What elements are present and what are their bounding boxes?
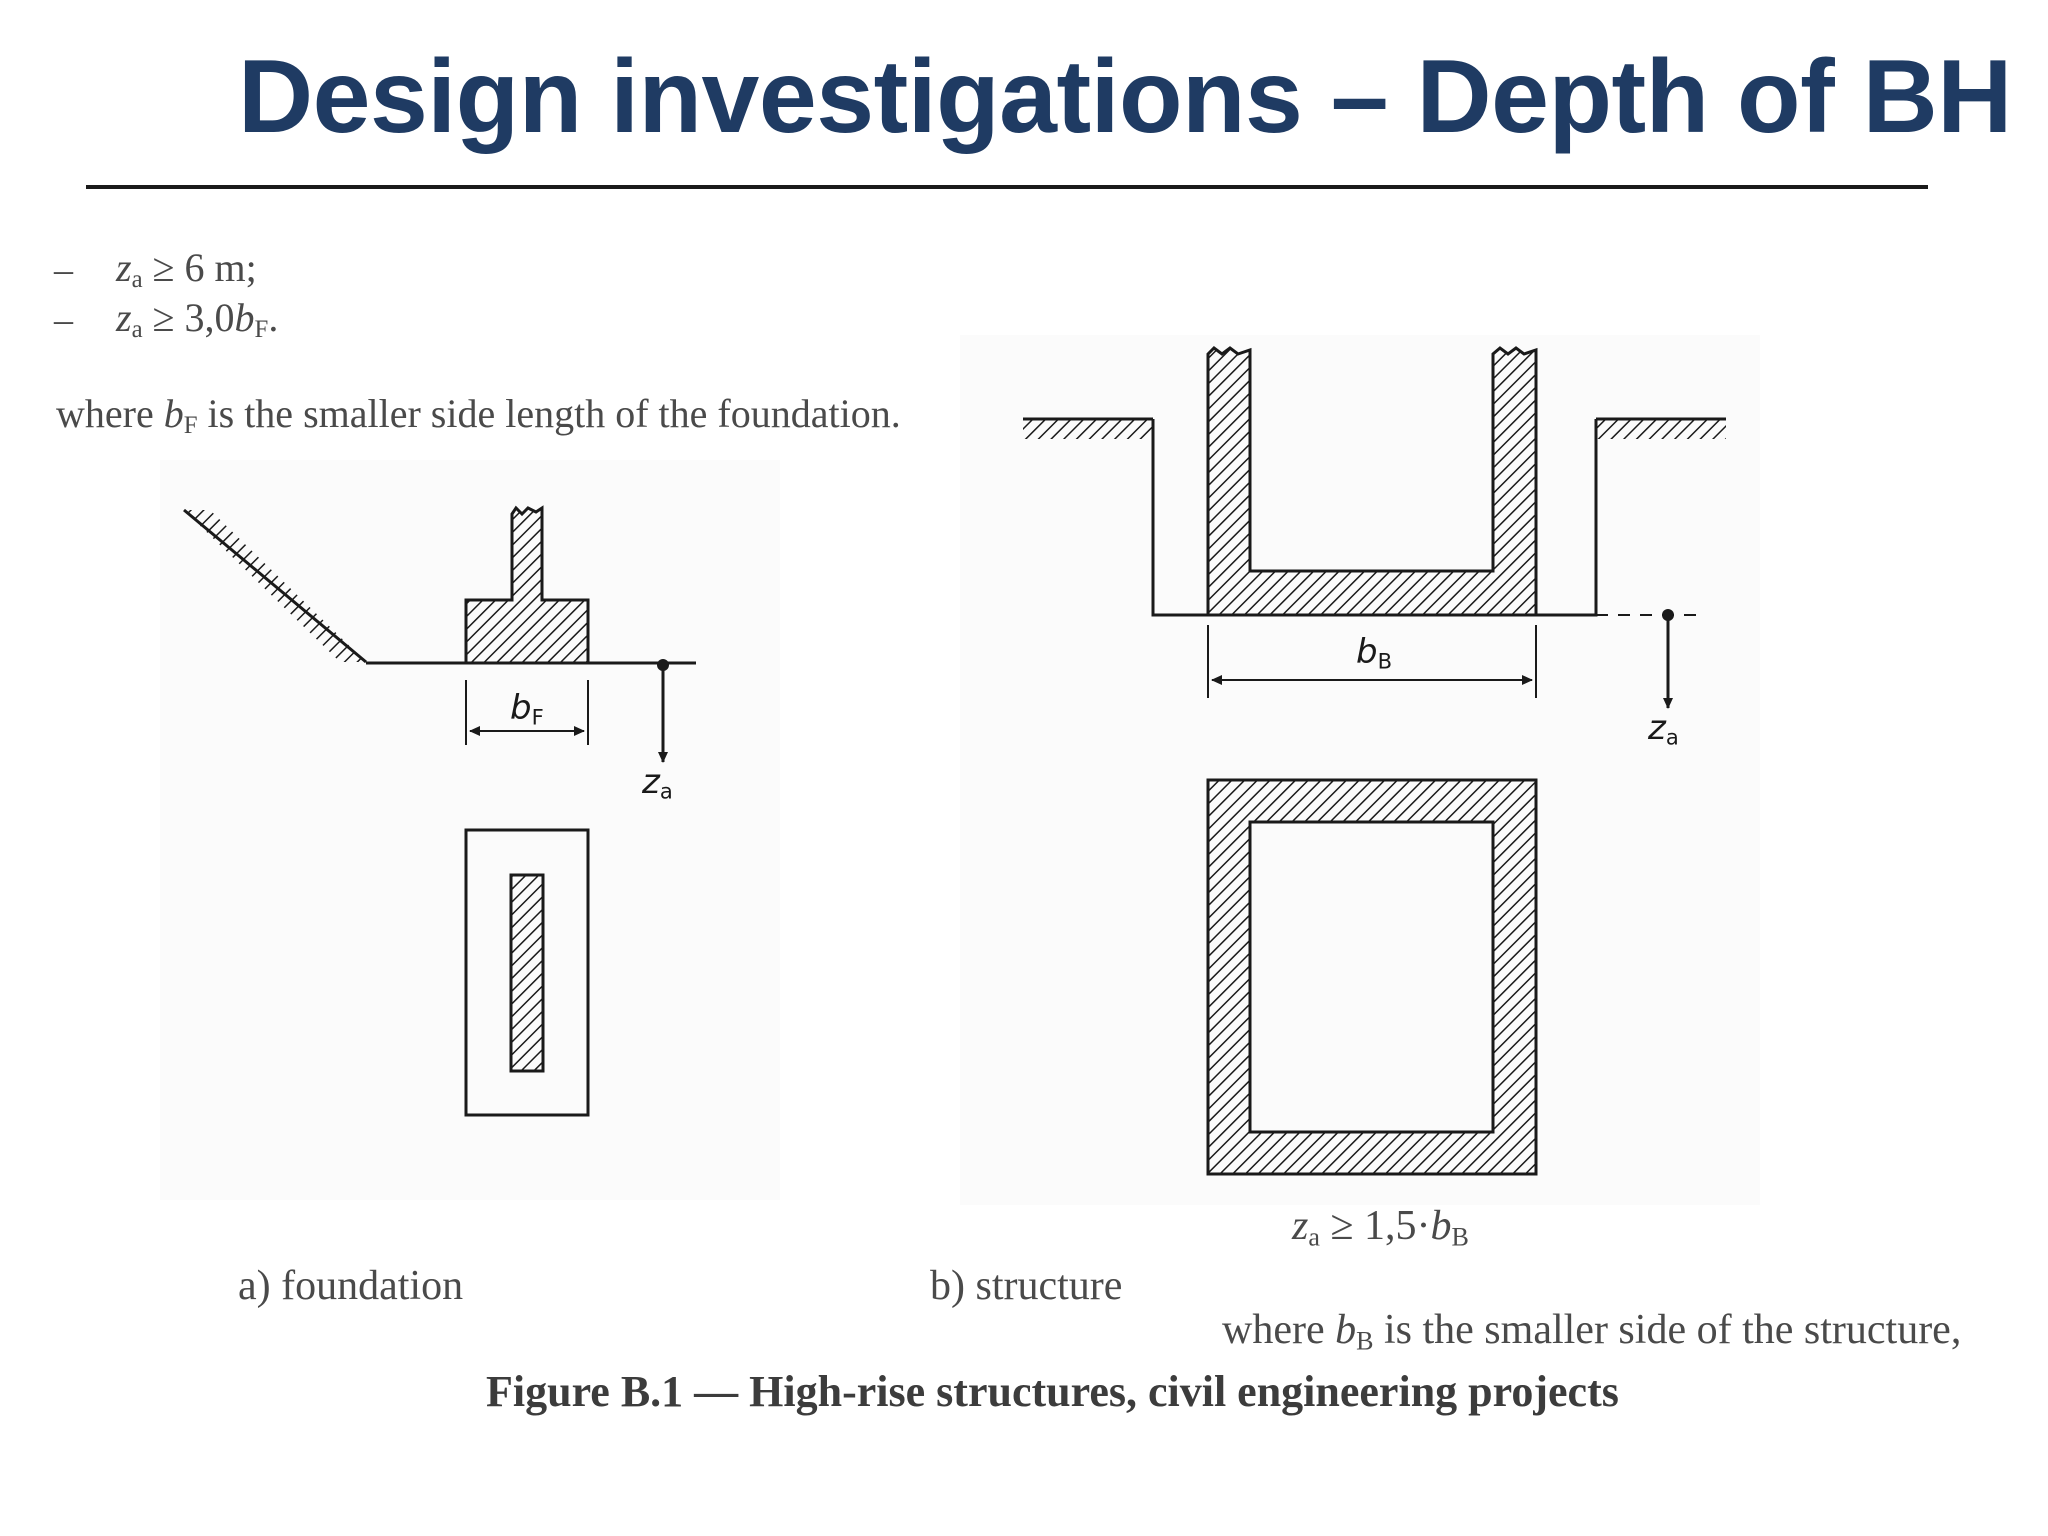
structure-depth-formula: za ≥ 1,5·bB <box>1292 1203 1469 1252</box>
foundation-footing <box>464 505 590 665</box>
slope-embankment <box>183 508 367 664</box>
label-za-b: za <box>1648 708 1679 750</box>
criteria-dash-2: – <box>54 299 73 341</box>
label-za-a: za <box>642 762 673 804</box>
label-bf: bF <box>510 688 544 730</box>
caption-foundation: a) foundation <box>238 1263 464 1309</box>
where-structure-text: where bB is the smaller side of the stru… <box>1222 1307 1962 1356</box>
title-underline <box>86 185 1928 189</box>
page-title: Design investigations – Depth of BH <box>238 39 2012 155</box>
structure-section <box>1206 346 1538 617</box>
criteria-dash-1: – <box>54 249 73 291</box>
label-bb: bB <box>1356 632 1393 674</box>
figure-b-panel <box>960 335 1760 1205</box>
caption-structure: b) structure <box>930 1263 1123 1309</box>
criteria-item-2: za ≥ 3,0bF. <box>116 295 279 344</box>
figure-caption: Figure B.1 — High-rise structures, civil… <box>486 1367 1619 1416</box>
where-foundation-text: where bF is the smaller side length of t… <box>56 391 901 440</box>
criteria-item-1: za ≥ 6 m; <box>116 245 257 294</box>
structure-plan <box>1206 778 1538 1176</box>
foundation-plan-outline <box>464 828 590 1117</box>
foundation-plan-wall <box>509 873 545 1073</box>
